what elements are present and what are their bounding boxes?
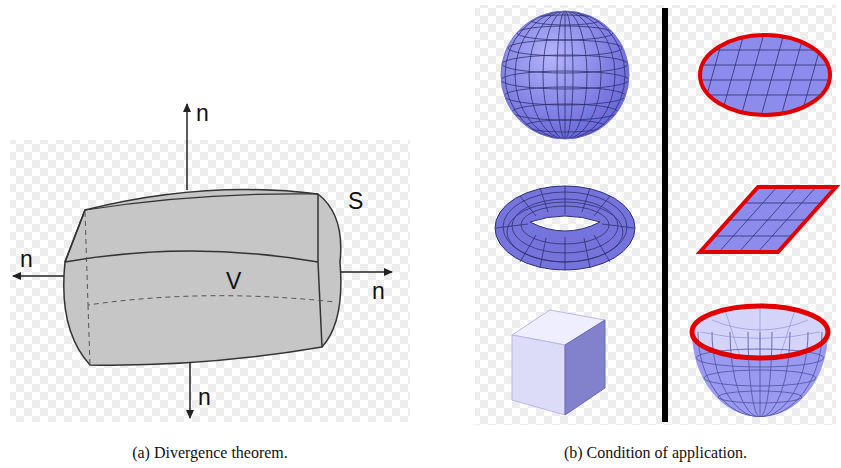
- surface-label: S: [348, 190, 363, 213]
- normal-label: n: [372, 280, 385, 303]
- normal-label: n: [196, 102, 209, 125]
- subfigure-caption: (a) Divergence theorem.: [10, 443, 410, 462]
- normal-label: n: [20, 248, 33, 271]
- subfigure-caption: (b) Condition of application.: [475, 443, 836, 462]
- normal-label: n: [198, 386, 211, 409]
- volume-label: V: [226, 270, 241, 293]
